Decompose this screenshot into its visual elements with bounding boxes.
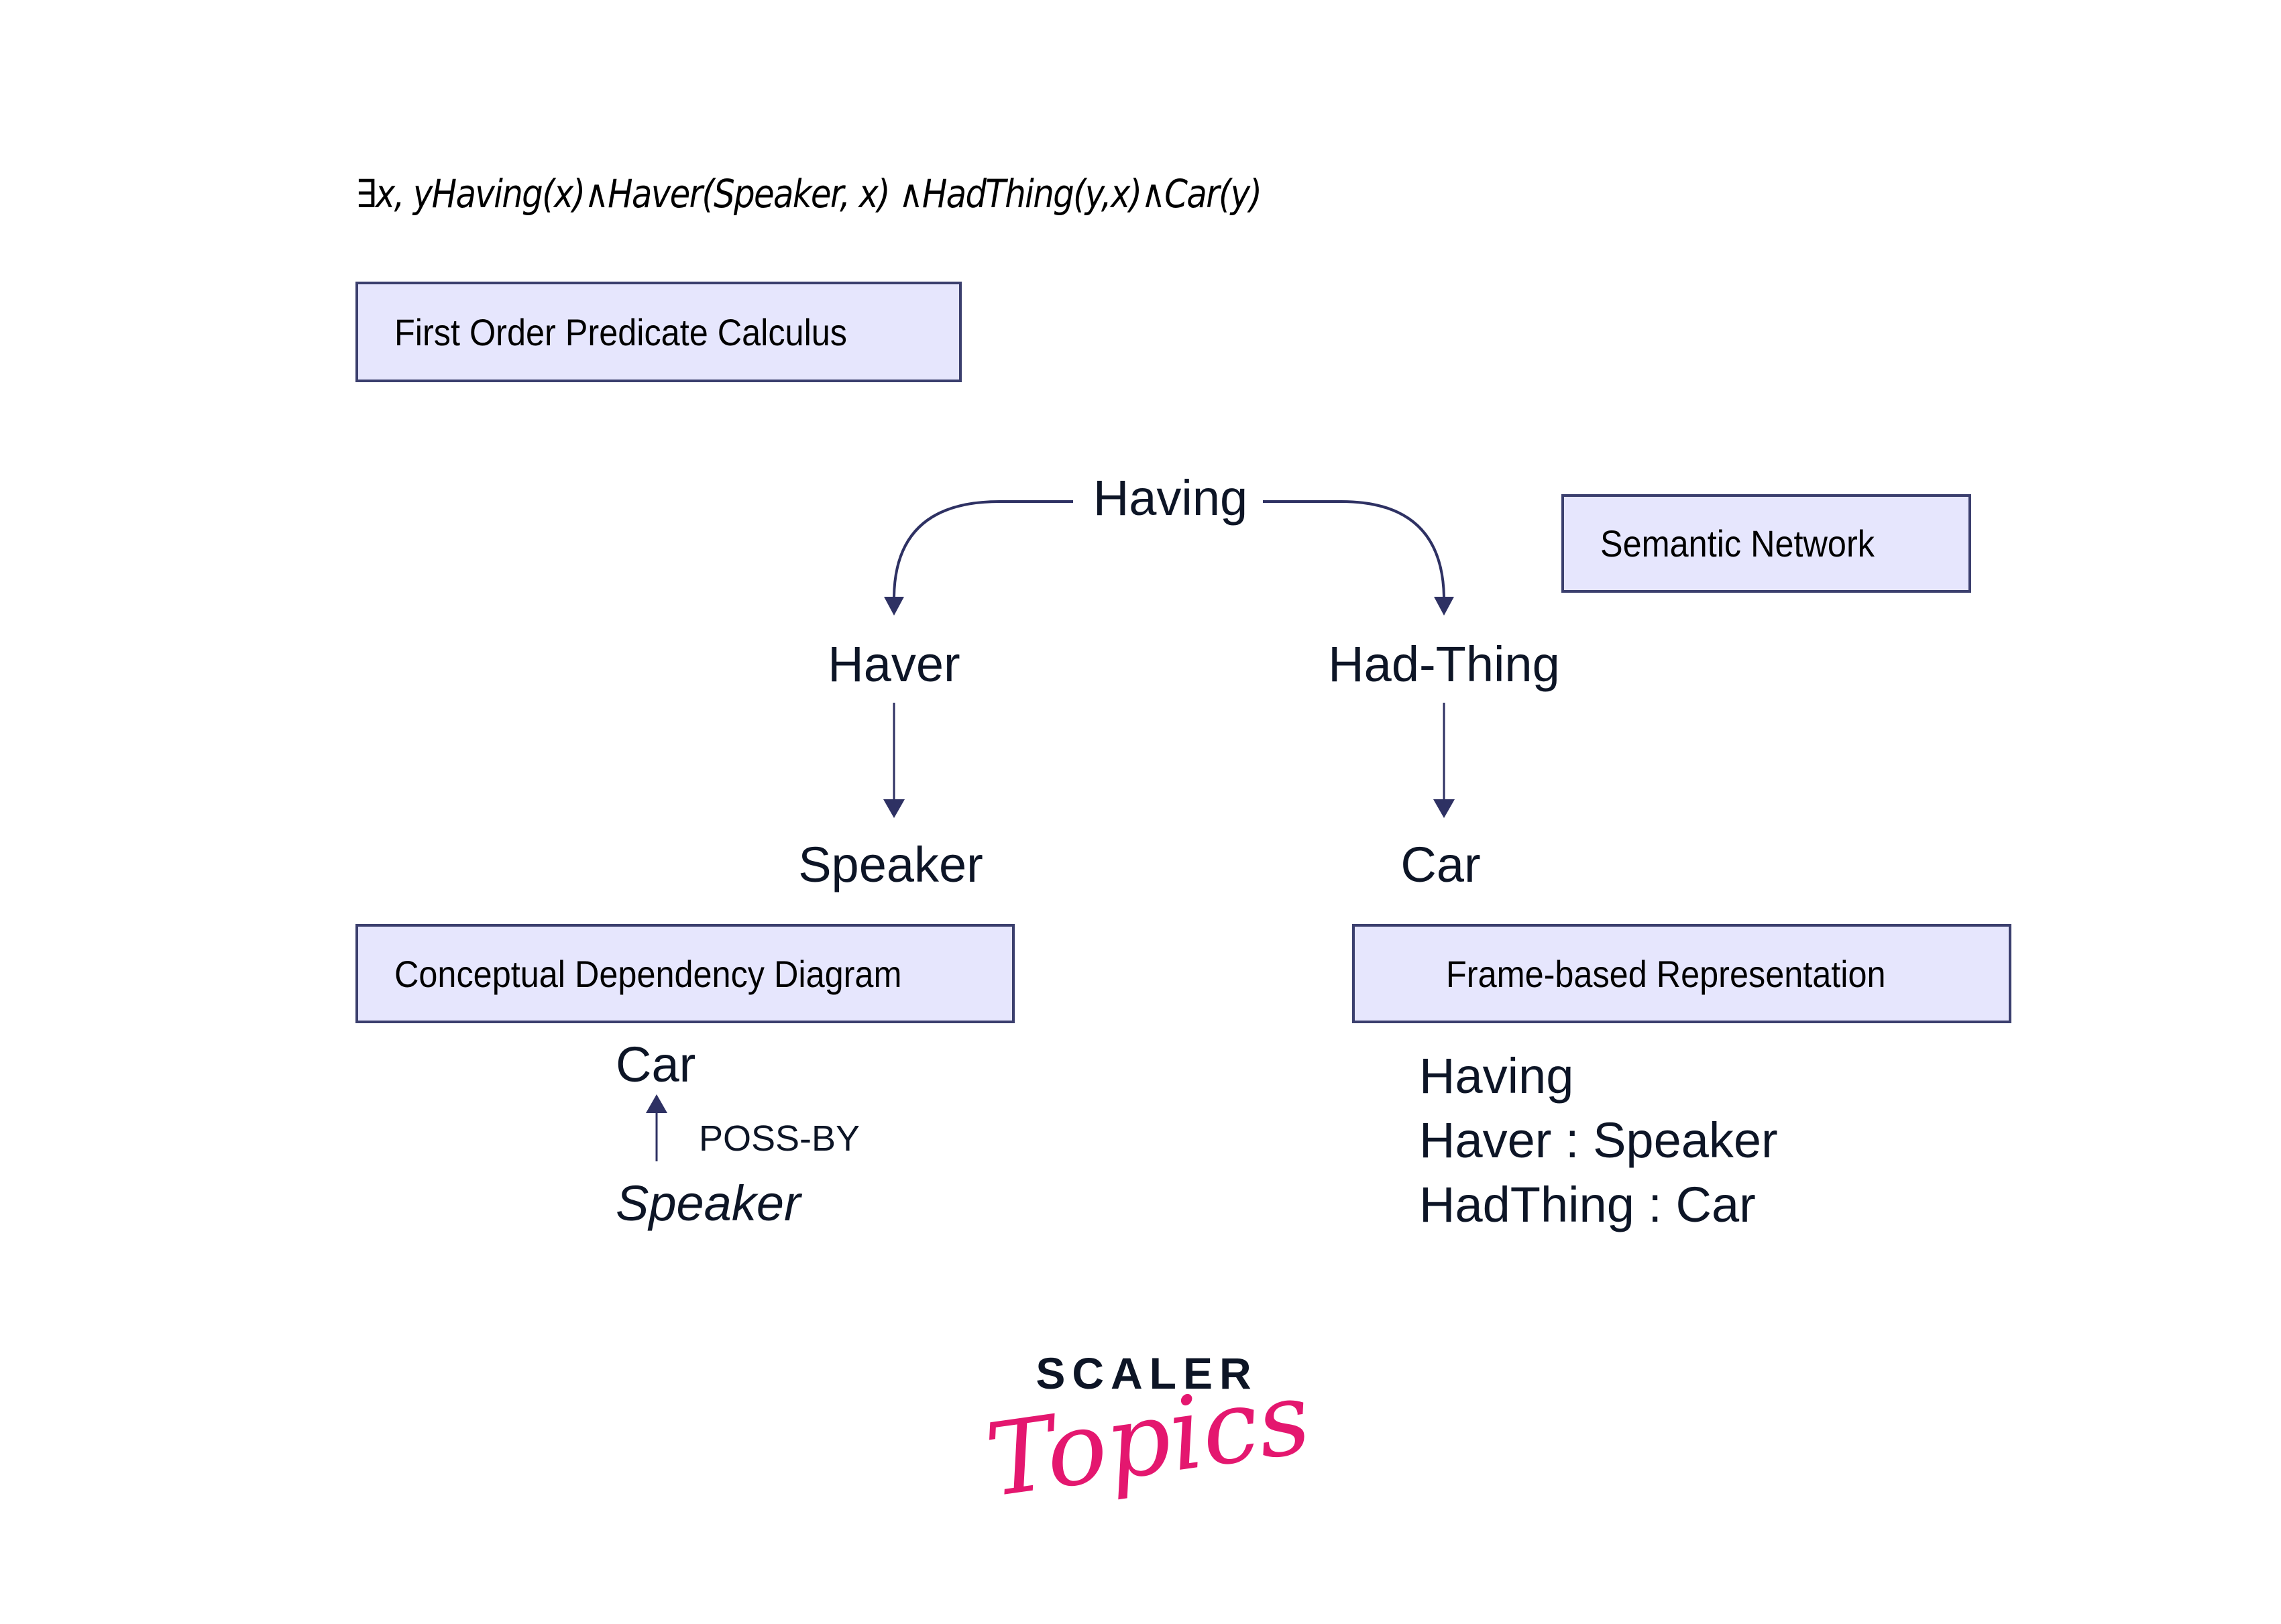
node-speaker: Speaker bbox=[798, 837, 983, 892]
arrowhead-had-thing bbox=[1434, 597, 1454, 616]
node-car: Car bbox=[1400, 837, 1481, 892]
semantic-network-box: Semantic Network bbox=[1561, 494, 1971, 593]
predicate-formula: ∃x, yHaving(x)∧Haver(Speaker, x) ∧HadThi… bbox=[355, 171, 1262, 217]
cd-object-car: Car bbox=[616, 1037, 696, 1092]
node-haver: Haver bbox=[828, 636, 960, 692]
semantic-network-box-label: Semantic Network bbox=[1600, 522, 1875, 565]
conceptual-dependency-box: Conceptual Dependency Diagram bbox=[355, 924, 1015, 1023]
cd-actor-speaker: Speaker bbox=[616, 1175, 801, 1231]
first-order-box-label: First Order Predicate Calculus bbox=[394, 310, 848, 353]
scaler-logo-text: SCALER bbox=[1036, 1348, 1258, 1398]
frame-based-box: Frame-based Representation bbox=[1352, 924, 2011, 1023]
node-having: Having bbox=[1093, 470, 1248, 526]
arrowhead-speaker bbox=[883, 799, 905, 818]
node-had-thing: Had-Thing bbox=[1328, 636, 1560, 692]
arrowhead-car bbox=[1433, 799, 1455, 818]
frame-line-having: Having bbox=[1419, 1048, 1574, 1104]
frame-based-box-label: Frame-based Representation bbox=[1446, 952, 1886, 995]
cd-relation-poss-by: POSS-BY bbox=[699, 1118, 860, 1159]
arrow-having-to-had-thing bbox=[1263, 500, 1445, 597]
arrowhead-poss-by bbox=[646, 1094, 667, 1113]
arrowhead-haver bbox=[884, 597, 904, 616]
frame-line-haver: Haver : Speaker bbox=[1419, 1112, 1778, 1168]
arrow-having-to-haver bbox=[893, 500, 1073, 597]
conceptual-dependency-box-label: Conceptual Dependency Diagram bbox=[394, 952, 902, 995]
first-order-predicate-calculus-box: First Order Predicate Calculus bbox=[355, 282, 962, 382]
frame-line-hadthing: HadThing : Car bbox=[1419, 1177, 1756, 1232]
